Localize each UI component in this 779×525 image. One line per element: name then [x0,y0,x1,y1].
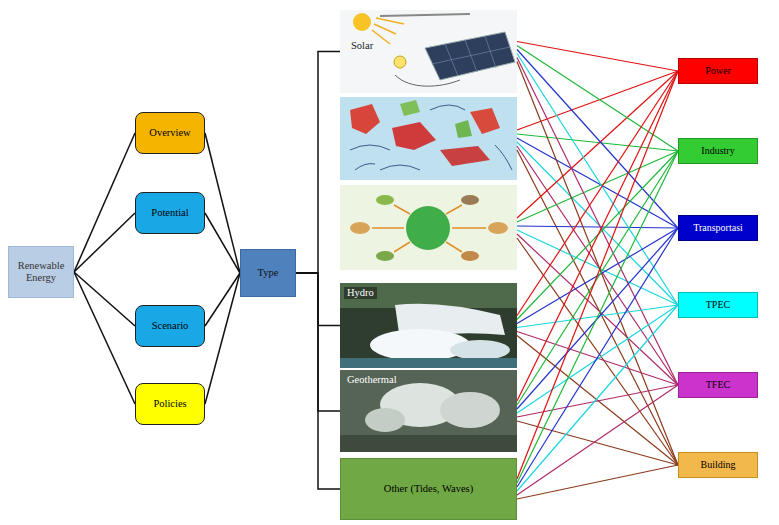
panel-label: Geothermal [344,374,400,386]
root-box: Renewable Energy [8,246,74,298]
connector-line [517,228,678,487]
sun-rays [372,18,404,44]
sector-box: Power [678,58,758,84]
connector-line [517,58,678,386]
connector-line [74,133,135,272]
wind-map-illustration [340,97,517,180]
connector-line [517,71,678,401]
node-label: Overview [149,127,190,139]
solar-arm [380,14,470,16]
hydro-photo [340,283,517,368]
land [400,100,420,116]
connector-line [517,151,678,405]
topic-box: Overview [135,112,205,154]
land [455,120,472,138]
bulb-icon [394,56,406,68]
topic-box: Policies [135,383,205,425]
node-label: Renewable Energy [14,260,68,284]
steam [440,392,500,428]
wire [395,75,460,86]
panel-grid [432,36,510,76]
connector-line [296,273,340,489]
panel-label: Solar [348,40,376,52]
connector-line [205,133,240,273]
wind-arrows [350,105,512,170]
node-label: Scenario [152,320,189,332]
connector-line [517,71,678,479]
connector-line [517,385,678,495]
other-box: Other (Tides, Waves) [340,458,517,520]
connector-line [517,465,678,499]
node-label: Other (Tides, Waves) [384,483,473,495]
connector-line [517,151,678,483]
node-label: Building [700,459,735,471]
sector-box: Building [678,452,758,478]
geothermal-photo [340,370,517,452]
node-label: TFEC [706,379,730,391]
node-label: Potential [151,207,188,219]
node-label: TPEC [706,299,730,311]
land [470,108,500,134]
connector-line [205,273,240,326]
connector-line [74,272,135,404]
spray [450,340,510,360]
biomass-illustration [340,185,517,270]
connector-line [205,273,240,404]
connector-line [517,421,678,465]
connector-line [296,52,340,274]
connector-line [74,272,135,326]
panel-label: Hydro [344,287,377,299]
geothermal-panel-box: Geothermal [340,370,517,452]
biomass-icons [350,195,508,261]
sector-box: TFEC [678,372,758,398]
sector-box: TPEC [678,292,758,318]
steam [365,408,405,432]
connector-line [517,46,678,152]
connector-line [205,213,240,273]
river [340,358,517,368]
topic-box: Scenario [135,305,205,347]
solar-illustration [340,10,517,93]
land [392,122,436,150]
biomass-circle [406,206,450,250]
connector-line [517,62,678,466]
node-label: Transportasi [693,222,743,234]
hydro-panel-box: Hydro [340,283,517,368]
sector-box: Transportasi [678,215,758,241]
connector-line [517,42,678,72]
node-label: Power [705,65,731,77]
connector-line [517,336,678,466]
node-label: Policies [153,398,186,410]
connector-line [517,305,678,413]
cycle-arrows [372,205,486,252]
land [350,104,380,134]
sun-icon [353,13,371,31]
solar-panel [425,32,515,80]
connector-line [517,305,678,491]
sector-box: Industry [678,138,758,164]
node-label: Industry [701,145,734,157]
topic-box: Potential [135,192,205,234]
ground [340,435,517,452]
connector-line [74,213,135,272]
connector-line [517,228,678,409]
solar-panel-box: Solar [340,10,517,93]
land [440,146,490,166]
type-box: Type [240,249,296,297]
node-label: Type [258,267,279,279]
